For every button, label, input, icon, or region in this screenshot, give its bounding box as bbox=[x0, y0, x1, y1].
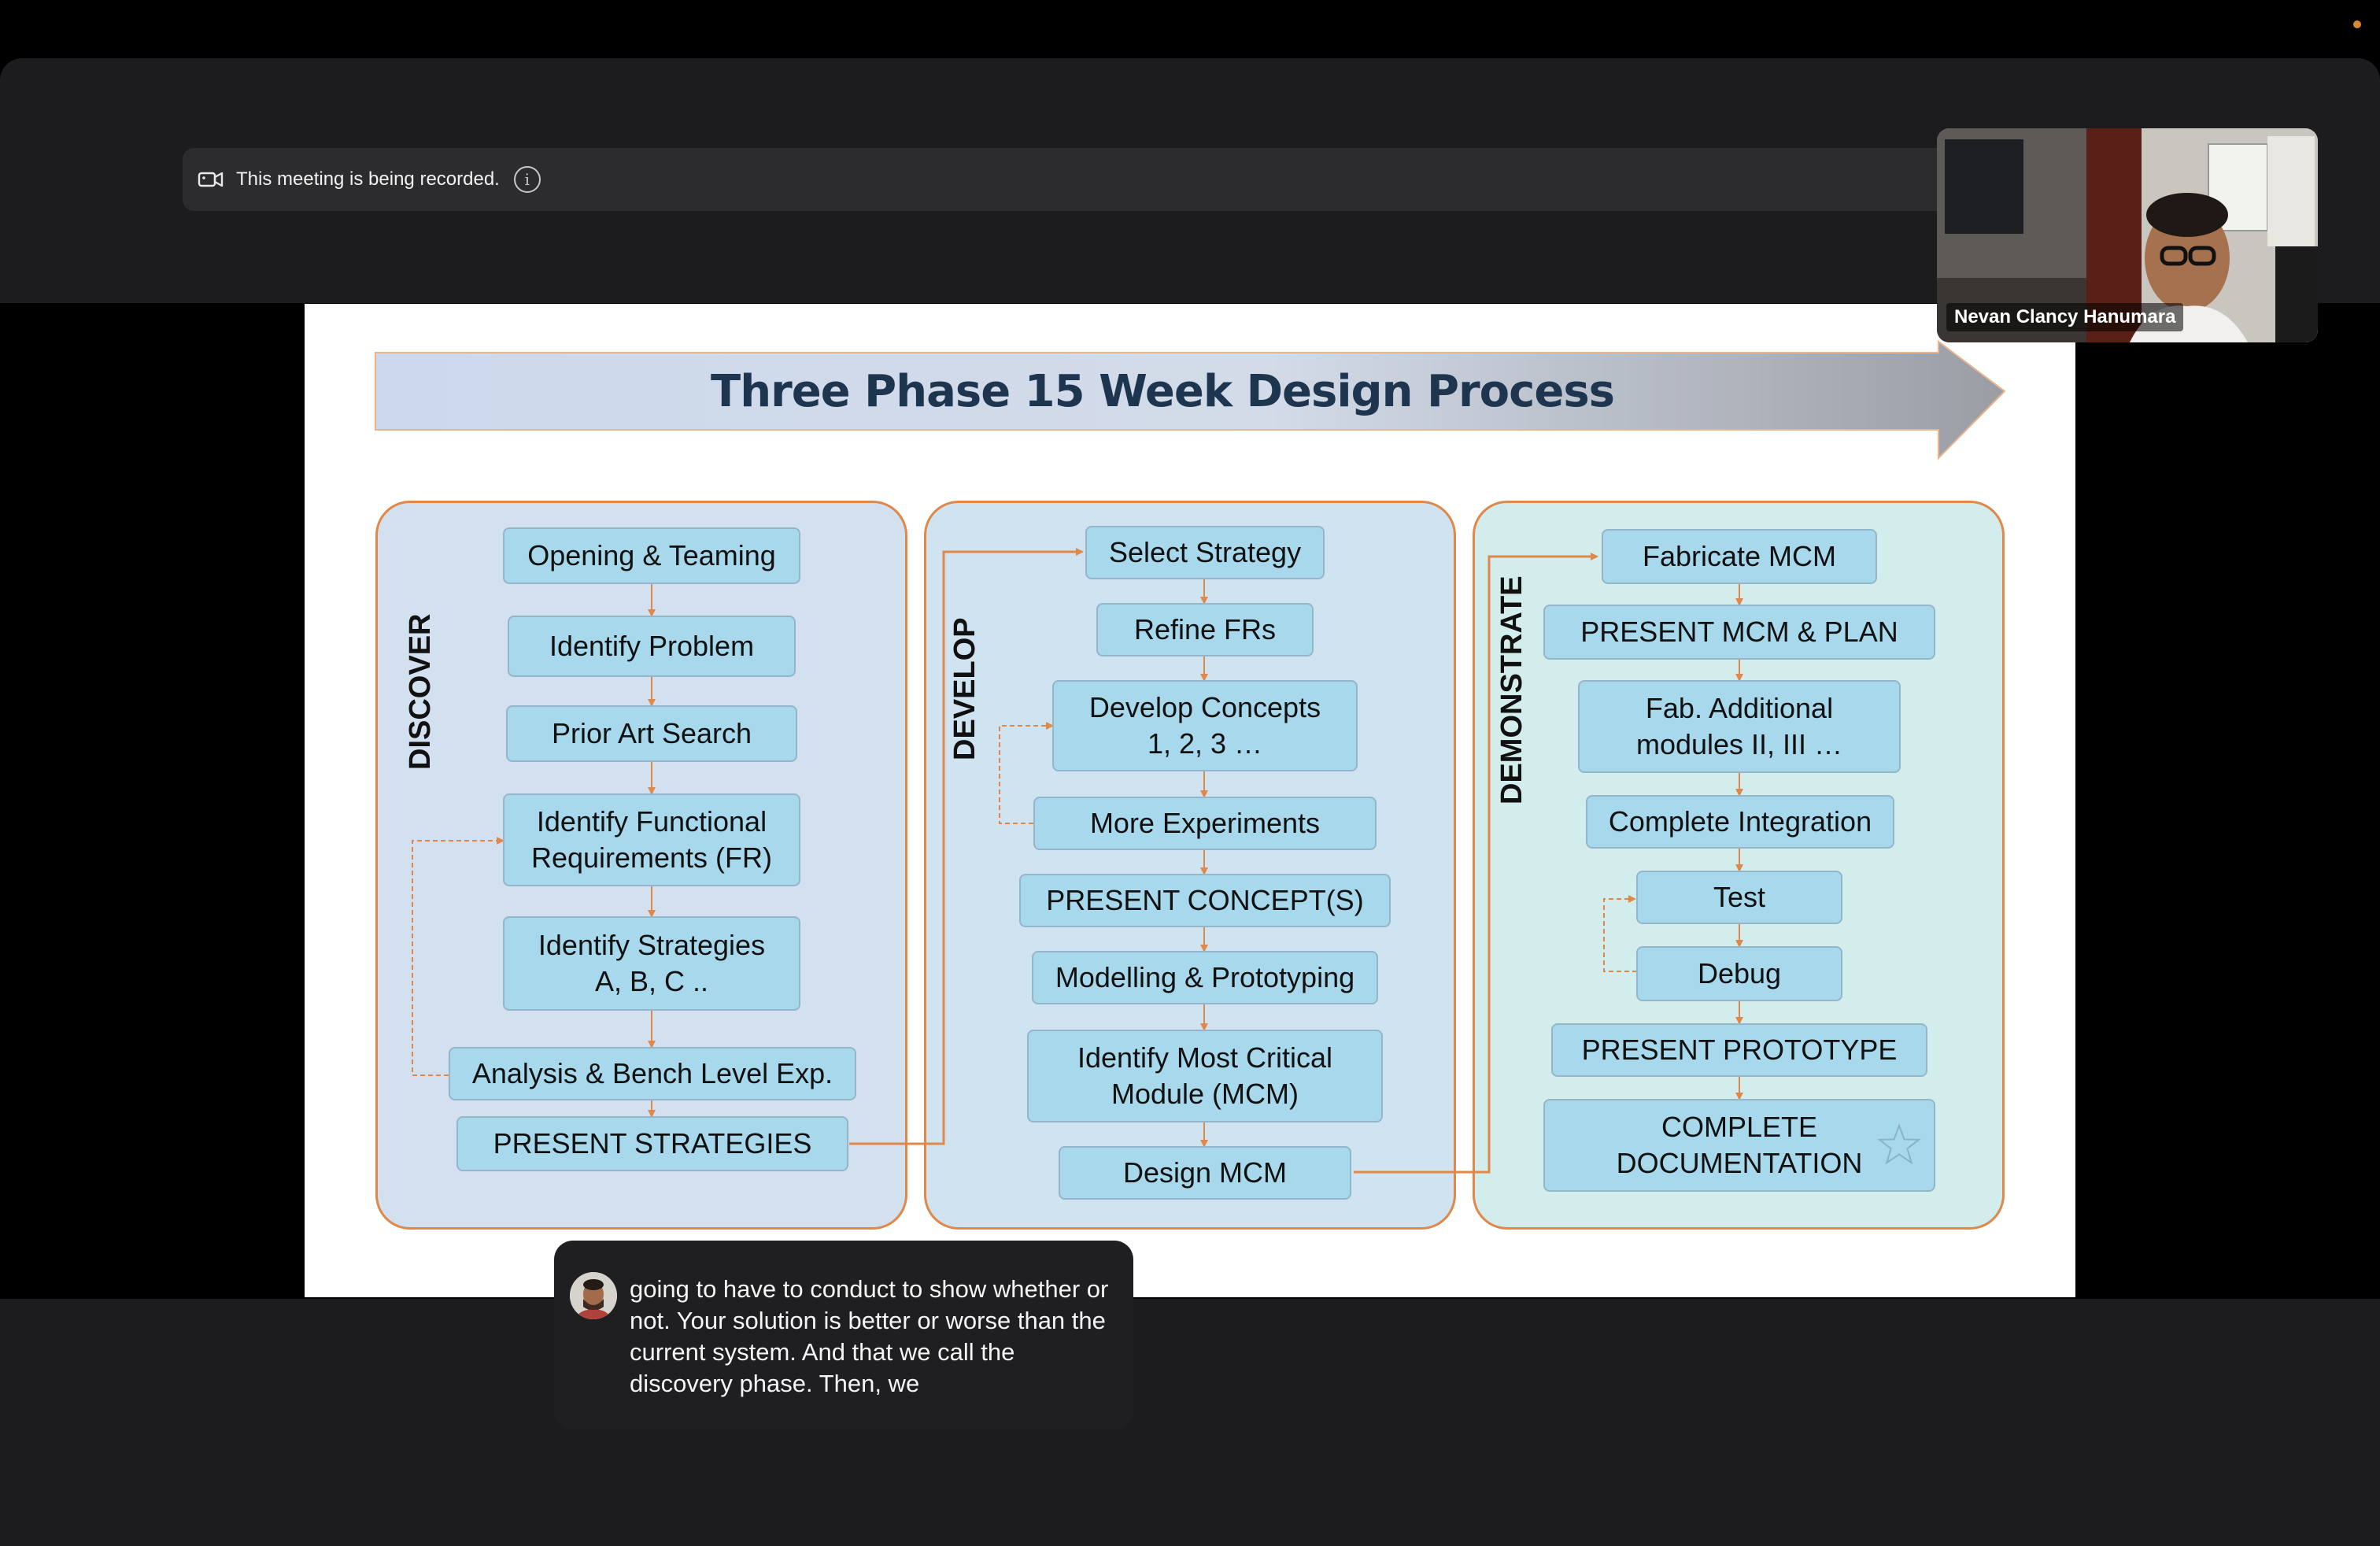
info-icon[interactable]: i bbox=[513, 166, 541, 193]
title-banner-arrow bbox=[375, 340, 2006, 460]
caption-text: going to have to conduct to show whether… bbox=[630, 1275, 1109, 1397]
step-fab-additional-modules: Fab. Additional modules II, III … bbox=[1578, 680, 1901, 773]
recording-indicator-dot bbox=[2353, 20, 2361, 28]
recording-notice-text: This meeting is being recorded. bbox=[236, 168, 500, 190]
step-present-concepts: PRESENT CONCEPT(S) bbox=[1019, 874, 1391, 927]
step-complete-integration: Complete Integration bbox=[1586, 795, 1894, 849]
flow-connectors bbox=[412, 548, 1743, 1174]
top-menu-bar bbox=[0, 0, 2380, 58]
step-analysis-bench-level: Analysis & Bench Level Exp. bbox=[449, 1047, 856, 1100]
participant-name-label: Nevan Clancy Hanumara bbox=[1946, 303, 2184, 331]
step-refine-frs: Refine FRs bbox=[1096, 603, 1314, 656]
recording-notice-bar: This meeting is being recorded. i bbox=[183, 148, 2071, 211]
step-test: Test bbox=[1636, 871, 1842, 924]
step-identify-functional-requirements: Identify Functional Requirements (FR) bbox=[503, 793, 800, 886]
speaker-avatar bbox=[570, 1272, 617, 1319]
participant-video-tile[interactable]: Nevan Clancy Hanumara bbox=[1937, 128, 2318, 342]
step-identify-problem: Identify Problem bbox=[508, 616, 796, 677]
step-opening-teaming: Opening & Teaming bbox=[503, 527, 800, 584]
video-camera-icon bbox=[198, 172, 224, 187]
step-more-experiments: More Experiments bbox=[1033, 797, 1377, 850]
step-present-mcm-plan: PRESENT MCM & PLAN bbox=[1543, 605, 1935, 660]
step-fabricate-mcm: Fabricate MCM bbox=[1602, 529, 1877, 584]
step-complete-documentation: COMPLETE DOCUMENTATION bbox=[1543, 1099, 1935, 1192]
presentation-slide: Three Phase 15 Week Design Process DISCO… bbox=[305, 304, 2075, 1297]
step-develop-concepts: Develop Concepts 1, 2, 3 … bbox=[1052, 680, 1358, 771]
step-prior-art-search: Prior Art Search bbox=[506, 705, 797, 762]
step-present-prototype: PRESENT PROTOTYPE bbox=[1551, 1023, 1927, 1077]
step-identify-strategies: Identify Strategies A, B, C .. bbox=[503, 916, 800, 1011]
step-debug: Debug bbox=[1636, 946, 1842, 1001]
star-icon bbox=[1877, 1123, 1921, 1165]
step-design-mcm: Design MCM bbox=[1059, 1146, 1351, 1200]
step-identify-mcm: Identify Most Critical Module (MCM) bbox=[1027, 1030, 1383, 1123]
step-select-strategy: Select Strategy bbox=[1085, 526, 1325, 579]
live-caption-box: going to have to conduct to show whether… bbox=[554, 1241, 1133, 1429]
slide-title: Three Phase 15 Week Design Process bbox=[711, 365, 1615, 417]
step-present-strategies: PRESENT STRATEGIES bbox=[456, 1116, 848, 1171]
step-modelling-prototyping: Modelling & Prototyping bbox=[1032, 951, 1378, 1004]
